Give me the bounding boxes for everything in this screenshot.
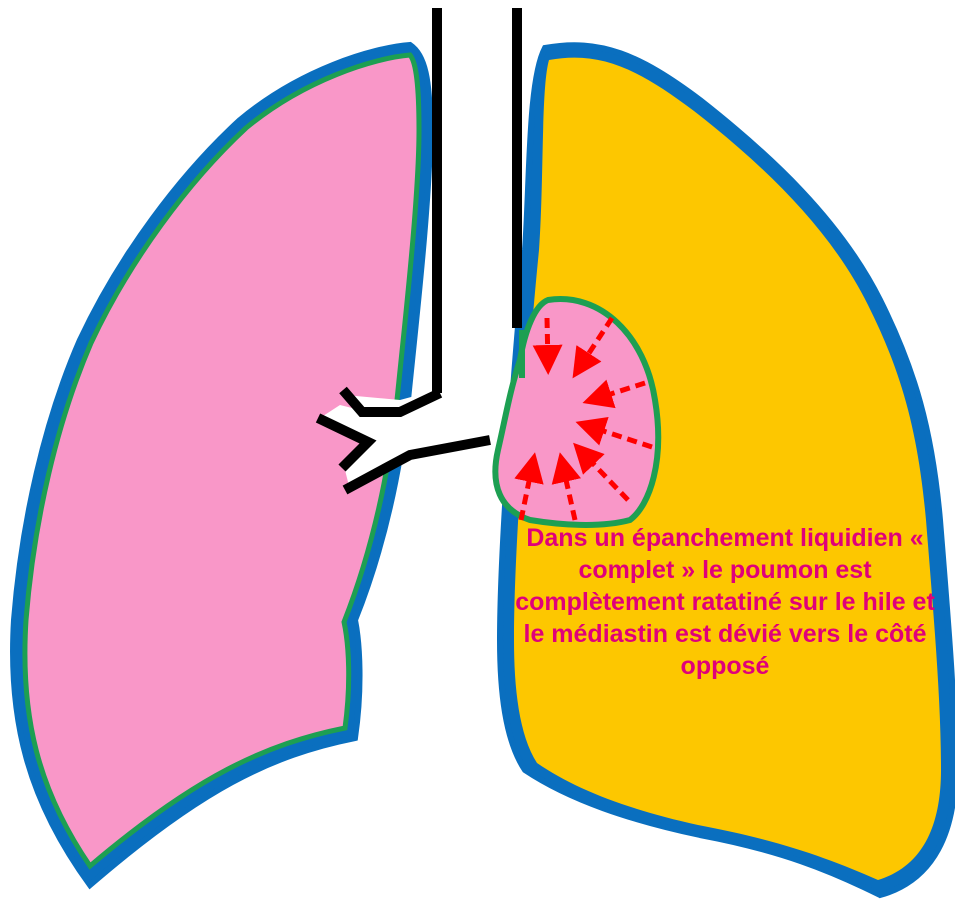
dashed-arrow-icon bbox=[547, 318, 548, 365]
effusion-caption: Dans un épanchement liquidien « complet … bbox=[505, 522, 945, 682]
